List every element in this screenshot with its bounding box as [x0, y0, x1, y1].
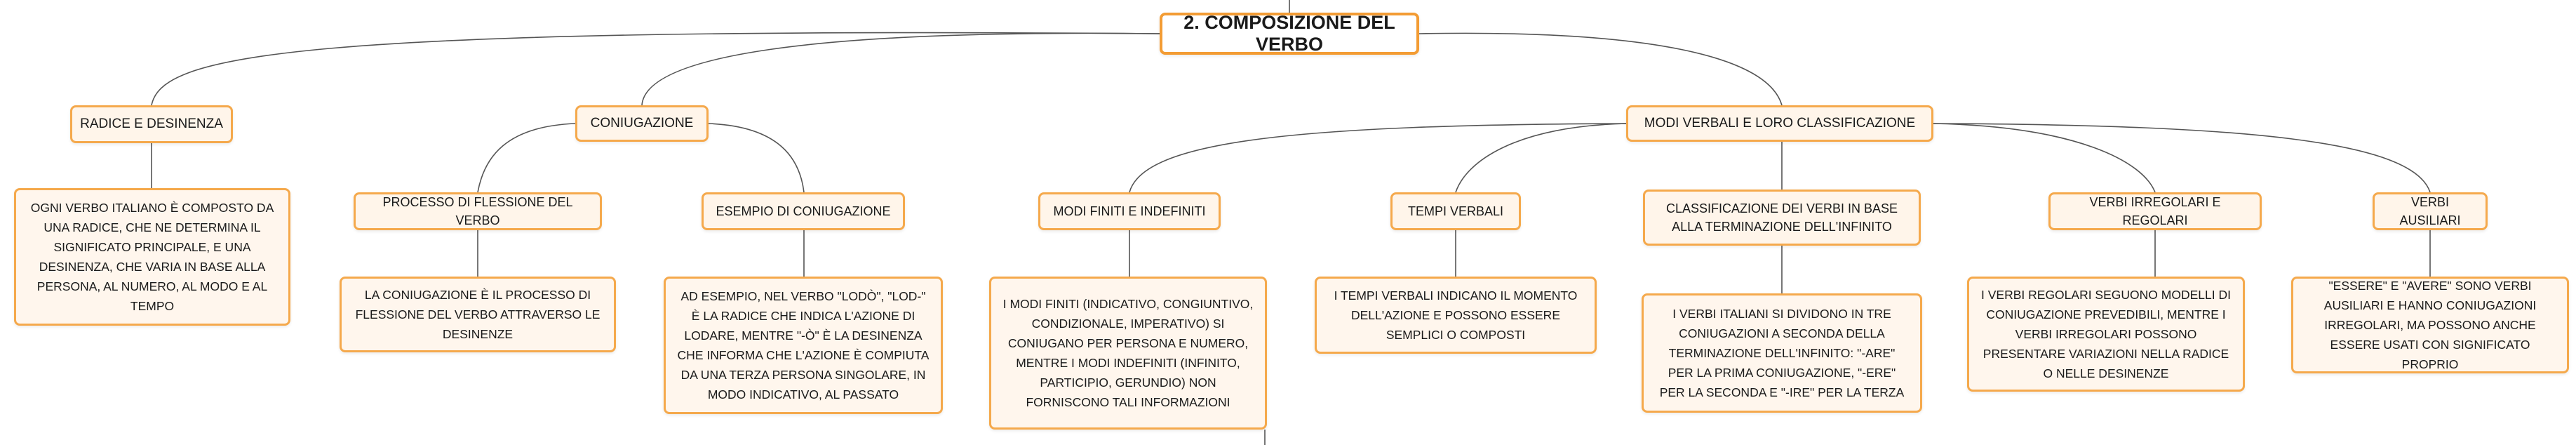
subtopic-processo-di-flessione[interactable]: PROCESSO DI FLESSIONE DEL VERBO — [354, 192, 602, 230]
note-text: AD ESEMPIO, NEL VERBO "LODÒ", "LOD-" È L… — [677, 289, 930, 401]
root-topic[interactable]: 2. COMPOSIZIONE DEL VERBO — [1160, 12, 1419, 55]
subtopic-tempi-verbali[interactable]: TEMPI VERBALI — [1390, 192, 1521, 230]
note-modi-finiti-e-indefiniti[interactable]: I MODI FINITI (INDICATIVO, CONGIUNTIVO, … — [989, 277, 1267, 430]
subtopic-label: CLASSIFICAZIONE DEI VERBI IN BASE ALLA T… — [1665, 201, 1898, 234]
note-processo-di-flessione[interactable]: LA CONIUGAZIONE È IL PROCESSO DI FLESSIO… — [340, 277, 616, 352]
note-esempio-di-coniugazione[interactable]: AD ESEMPIO, NEL VERBO "LODÒ", "LOD-" È L… — [664, 277, 943, 414]
topic-coniugazione[interactable]: CONIUGAZIONE — [575, 105, 709, 142]
note-text: OGNI VERBO ITALIANO È COMPOSTO DA UNA RA… — [30, 201, 274, 313]
note-text: I VERBI REGOLARI SEGUONO MODELLI DI CONI… — [1981, 288, 2231, 380]
topic-label: RADICE E DESINENZA — [80, 117, 223, 131]
subtopic-label: VERBI AUSILIARI — [2399, 195, 2461, 227]
subtopic-esempio-di-coniugazione[interactable]: ESEMPIO DI CONIUGAZIONE — [702, 192, 905, 230]
topic-label: MODI VERBALI E LORO CLASSIFICAZIONE — [1644, 116, 1916, 131]
note-classificazione-dei-verbi[interactable]: I VERBI ITALIANI SI DIVIDONO IN TRE CONI… — [1642, 293, 1922, 413]
subtopic-label: PROCESSO DI FLESSIONE DEL VERBO — [382, 195, 573, 227]
note-radice-e-desinenza[interactable]: OGNI VERBO ITALIANO È COMPOSTO DA UNA RA… — [14, 188, 290, 326]
note-text: LA CONIUGAZIONE È IL PROCESSO DI FLESSIO… — [355, 288, 601, 341]
root-topic-label: 2. COMPOSIZIONE DEL VERBO — [1183, 12, 1395, 55]
subtopic-label: MODI FINITI E INDEFINITI — [1053, 204, 1206, 218]
note-text: I VERBI ITALIANI SI DIVIDONO IN TRE CONI… — [1659, 307, 1905, 399]
subtopic-verbi-irregolari-e-regolari[interactable]: VERBI IRREGOLARI E REGOLARI — [2048, 192, 2262, 230]
note-verbi-ausiliari[interactable]: "ESSERE" E "AVERE" SONO VERBI AUSILIARI … — [2291, 277, 2569, 373]
subtopic-label: ESEMPIO DI CONIUGAZIONE — [716, 204, 891, 218]
subtopic-classificazione-dei-verbi[interactable]: CLASSIFICAZIONE DEI VERBI IN BASE ALLA T… — [1643, 190, 1921, 246]
topic-radice-e-desinenza[interactable]: RADICE E DESINENZA — [70, 105, 233, 143]
subtopic-modi-finiti-e-indefiniti[interactable]: MODI FINITI E INDEFINITI — [1038, 192, 1221, 230]
topic-label: CONIUGAZIONE — [590, 116, 694, 131]
note-verbi-irregolari-e-regolari[interactable]: I VERBI REGOLARI SEGUONO MODELLI DI CONI… — [1967, 277, 2245, 392]
subtopic-label: VERBI IRREGOLARI E REGOLARI — [2089, 195, 2221, 227]
subtopic-label: TEMPI VERBALI — [1407, 204, 1504, 218]
subtopic-verbi-ausiliari[interactable]: VERBI AUSILIARI — [2373, 192, 2488, 230]
note-tempi-verbali[interactable]: I TEMPI VERBALI INDICANO IL MOMENTO DELL… — [1315, 277, 1597, 354]
note-text: I TEMPI VERBALI INDICANO IL MOMENTO DELL… — [1334, 288, 1578, 342]
note-text: I MODI FINITI (INDICATIVO, CONGIUNTIVO, … — [1002, 297, 1254, 409]
note-text: "ESSERE" E "AVERE" SONO VERBI AUSILIARI … — [2323, 279, 2537, 371]
topic-modi-verbali[interactable]: MODI VERBALI E LORO CLASSIFICAZIONE — [1626, 105, 1933, 142]
